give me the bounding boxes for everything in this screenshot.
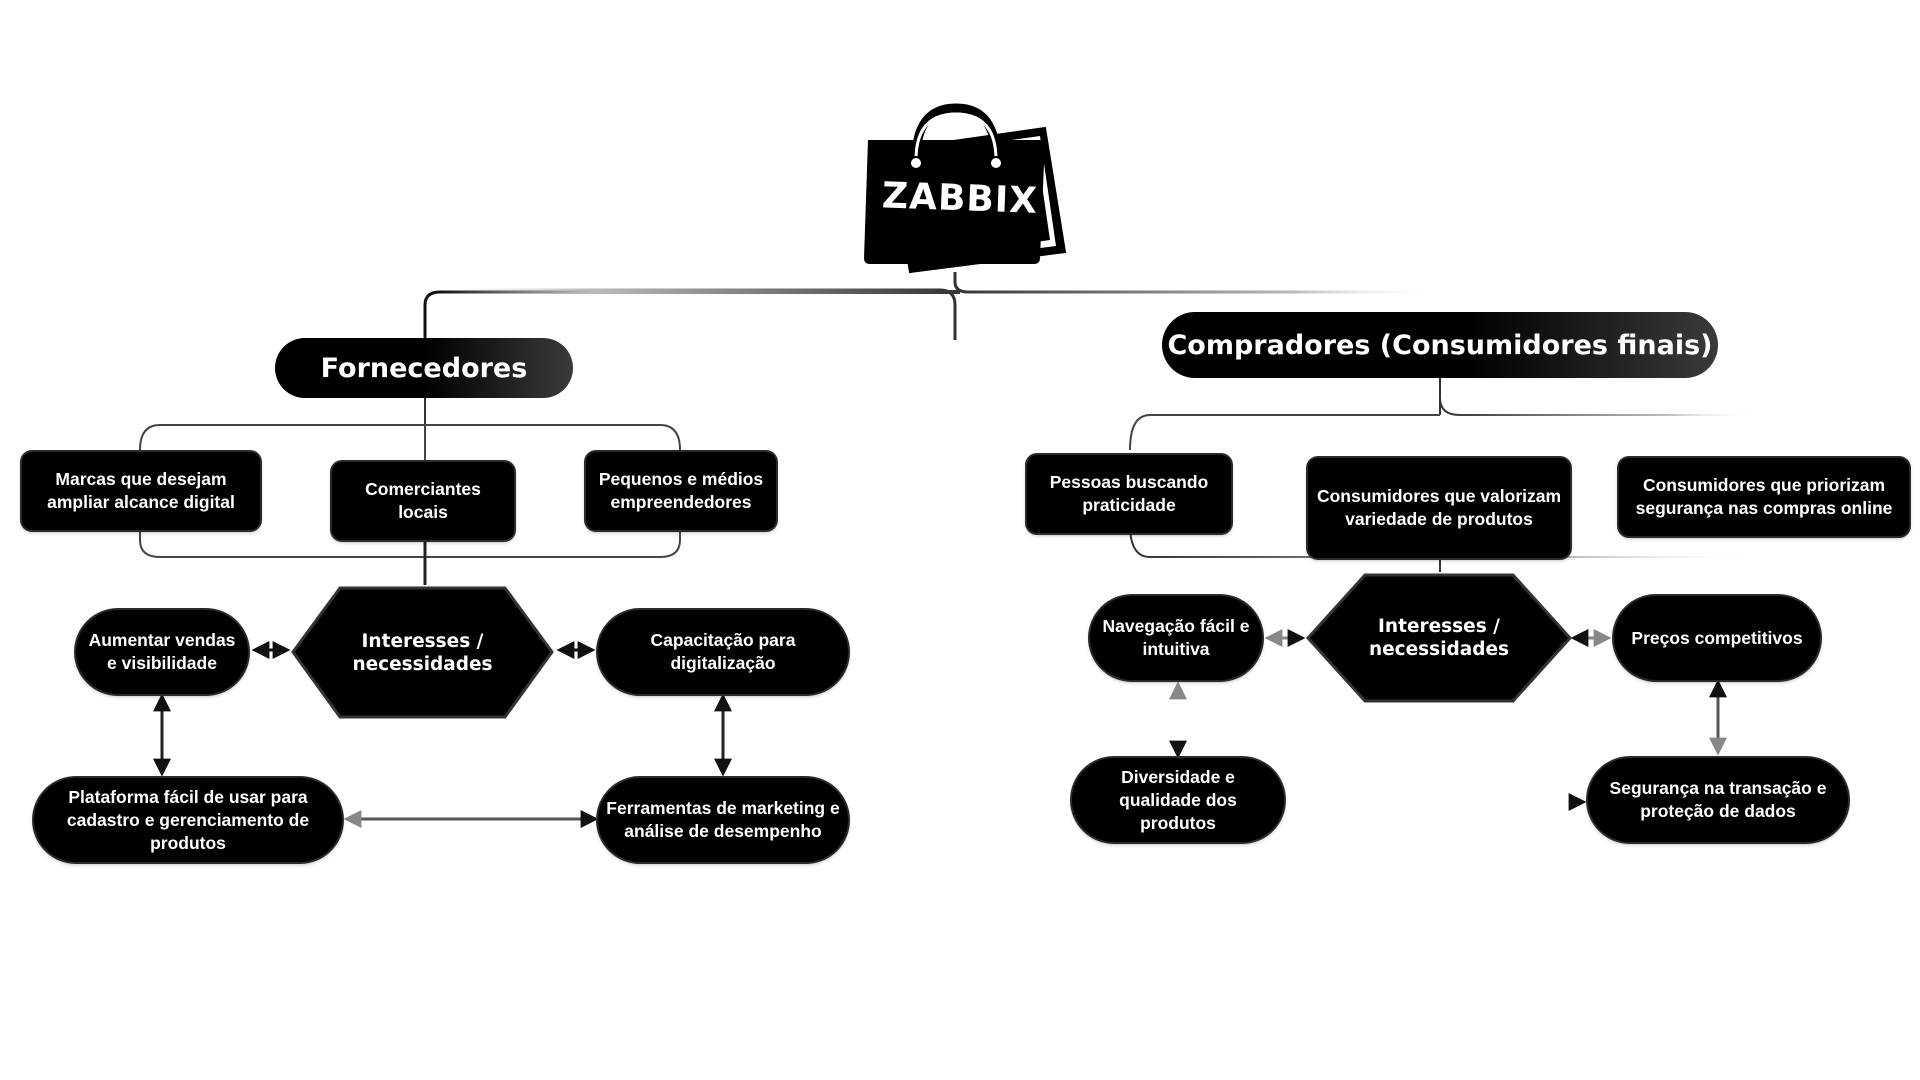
supplier-profile-small-businesses: Pequenos e médios empreendedores: [586, 452, 776, 530]
need-transaction-security: Segurança na transação e proteção de dad…: [1588, 758, 1848, 842]
buyer-profile-variety: Consumidores que valorizam variedade de …: [1308, 458, 1570, 558]
buyer-needs-hub: Interesses / necessidades: [1305, 572, 1573, 704]
buyer-profile-convenience: Pessoas buscando praticidade: [1027, 455, 1231, 533]
buyer-needs-hub-label: Interesses / necessidades: [1368, 616, 1510, 660]
need-product-diversity: Diversidade e qualidade dos produtos: [1072, 758, 1284, 842]
supplier-needs-hub-label: Interesses / necessidades: [352, 630, 493, 675]
logo-to-left-connector: [425, 288, 957, 340]
supplier-needs-hub: Interesses / necessidades: [290, 585, 555, 720]
buyer-profile-security: Consumidores que priorizam segurança nas…: [1619, 458, 1909, 536]
zabbix-logo: ZABBIX: [860, 100, 1075, 280]
need-marketing-tools: Ferramentas de marketing e análise de de…: [598, 778, 848, 862]
need-increase-sales: Aumentar vendas e visibilidade: [76, 610, 248, 694]
logo-to-left-line: [423, 290, 930, 340]
need-digital-training: Capacitação para digitalização: [598, 610, 848, 694]
need-easy-platform: Plataforma fácil de usar para cadastro e…: [34, 778, 342, 862]
brand-name: ZABBIX: [881, 175, 1039, 222]
need-easy-navigation: Navegação fácil e intuitiva: [1090, 596, 1262, 680]
supplier-profile-brands: Marcas que desejam ampliar alcance digit…: [22, 452, 260, 530]
shopping-bag-icon: [864, 103, 1067, 274]
supplier-profile-local-merchants: Comerciantes locais: [332, 462, 514, 540]
need-competitive-prices: Preços competitivos: [1614, 596, 1820, 680]
logo-to-right-line: [953, 272, 1440, 294]
buyers-header: Compradores (Consumidores finais): [1162, 312, 1718, 378]
suppliers-header: Fornecedores: [275, 338, 573, 398]
